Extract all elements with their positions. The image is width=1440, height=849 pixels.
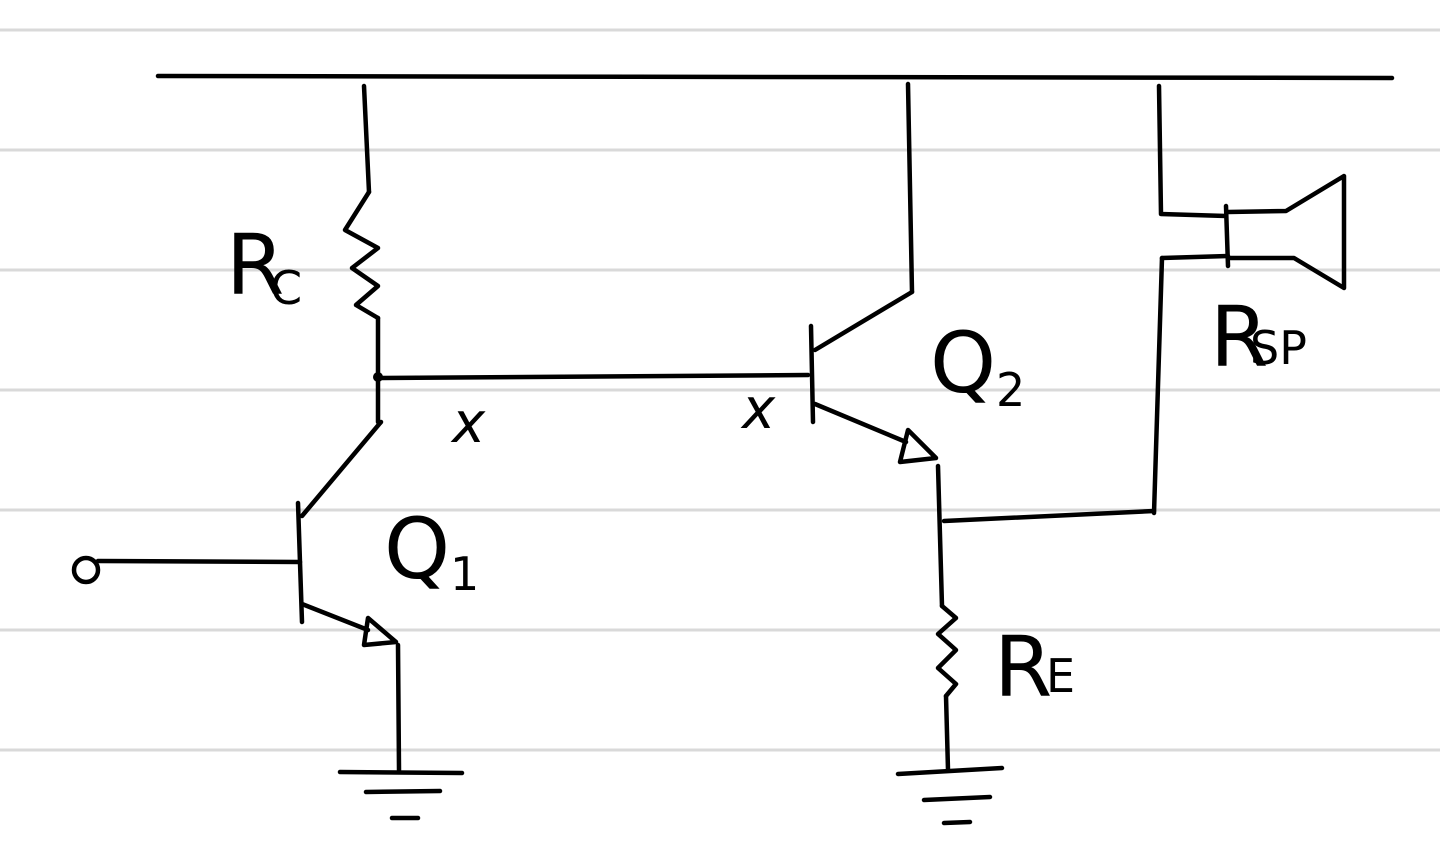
- label-rc: R C: [226, 216, 302, 315]
- q2-collector-lead: [812, 289, 915, 353]
- q2-emitter-arrow: [897, 427, 939, 465]
- speaker: [1223, 173, 1347, 291]
- emitter-resistor: [935, 603, 959, 699]
- speaker-lower-lead: [1159, 253, 1231, 261]
- label-q1: Q 1: [384, 500, 479, 601]
- label-re: R E: [994, 618, 1075, 716]
- label-rc-sub: C: [270, 261, 302, 315]
- output-to-speaker-wire: [941, 508, 1157, 524]
- label-q2-main: Q: [930, 314, 996, 412]
- label-q1-main: Q: [384, 500, 450, 598]
- q1-emitter-lead: [299, 601, 371, 633]
- ground-q2: [895, 765, 1005, 826]
- q1-emitter-arrow: [361, 615, 399, 648]
- re-to-ground-wire: [943, 693, 951, 773]
- label-q1-sub: 1: [450, 547, 479, 601]
- q1-emitter-to-ground-wire: [395, 642, 402, 773]
- label-re-sub: E: [1046, 649, 1075, 703]
- node-x-wire: [375, 372, 811, 381]
- label-rc-main: R: [226, 216, 284, 314]
- q2-emitter-wire: [935, 463, 945, 609]
- rail-to-rc-wire: [361, 83, 372, 195]
- label-re-main: R: [994, 618, 1052, 716]
- rail-to-speaker-wire: [1156, 83, 1229, 219]
- q2-emitter-lead: [812, 401, 909, 445]
- collector-node-dot: [373, 372, 383, 382]
- label-node-x-left: x: [450, 391, 486, 456]
- q2-base-bar: [808, 323, 816, 425]
- speaker-cone: [1225, 173, 1347, 291]
- label-rsp-sub: SP: [1250, 321, 1307, 375]
- speaker-return-wire: [1151, 255, 1165, 516]
- input-wire: [95, 558, 303, 565]
- label-q2-sub: 2: [996, 363, 1025, 417]
- label-rsp-main: R: [1210, 288, 1268, 386]
- collector-resistor: [342, 189, 381, 321]
- label-node-x-right: x: [740, 377, 776, 442]
- transistor-q2: [808, 289, 939, 465]
- label-rsp: R SP: [1210, 288, 1307, 386]
- label-q2: Q 2: [930, 314, 1025, 417]
- q1-collector-lead: [299, 419, 384, 519]
- input-terminal: [71, 555, 101, 585]
- q2-collector-to-rail-wire: [905, 81, 915, 295]
- transistor-q1: [295, 419, 399, 648]
- ground-q1: [337, 769, 465, 821]
- supply-rail: [155, 73, 1395, 81]
- ruled-paper-lines: [0, 28, 1440, 752]
